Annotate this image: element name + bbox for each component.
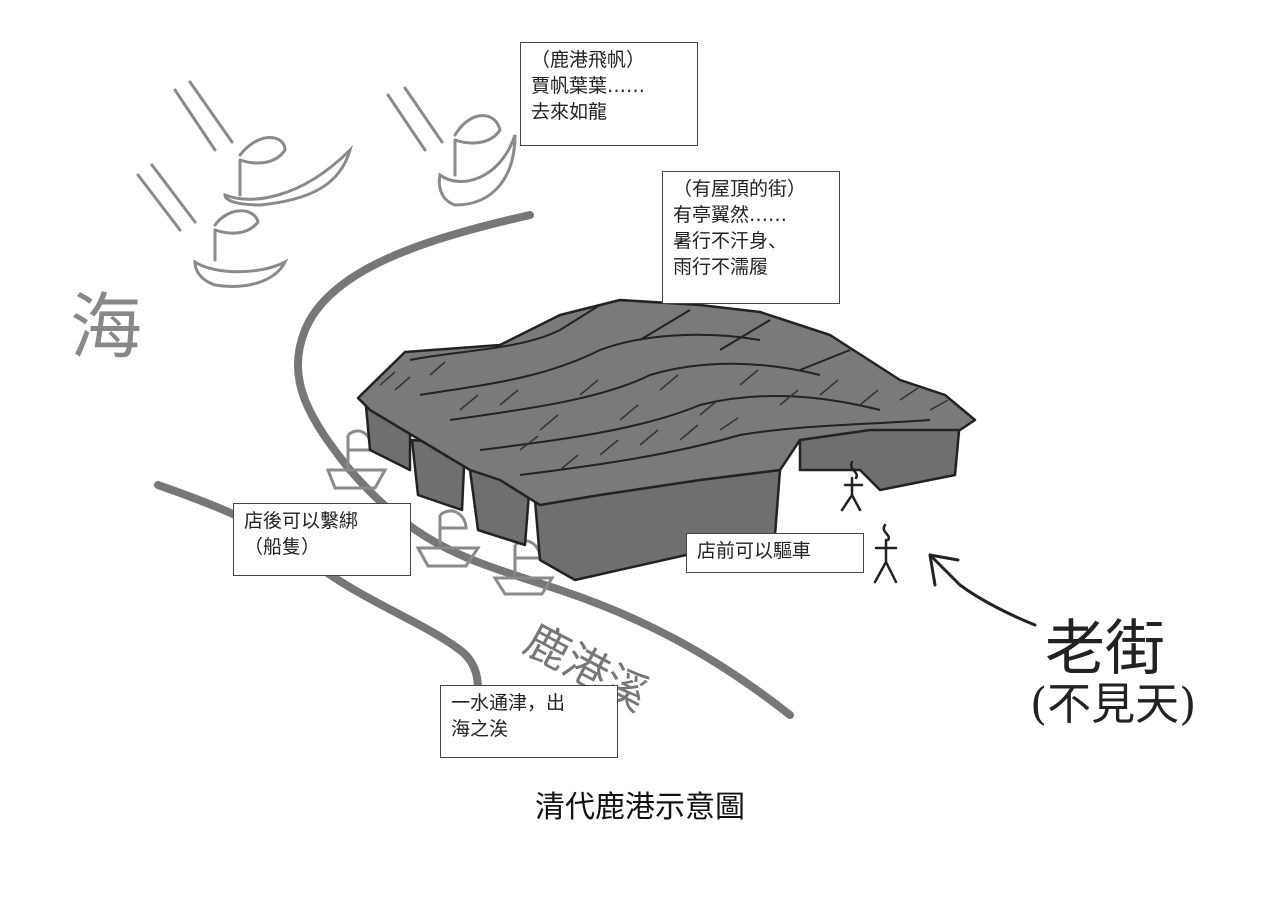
note-line: 海之涘 <box>451 718 509 740</box>
note-line: 去來如龍 <box>531 101 608 123</box>
back-of-shop-note: 店後可以繫綁 （船隻） <box>233 503 411 576</box>
note-line: （有屋頂的街） <box>673 178 807 200</box>
sea-label: 海 <box>70 285 143 369</box>
note-line: 雨行不濡履 <box>673 256 769 278</box>
roof-street-note: （有屋頂的街） 有亭翼然…… 暑行不汗身、 雨行不濡履 <box>662 171 840 304</box>
sailboat-icon <box>136 163 289 288</box>
note-line: （鹿港飛帆） <box>531 49 646 71</box>
creek-bank <box>154 481 482 704</box>
note-line: 有亭翼然…… <box>673 204 788 226</box>
note-line: 店前可以驅車 <box>697 540 812 562</box>
figure-caption: 清代鹿港示意圖 <box>535 790 745 825</box>
covered-street-buildings <box>356 298 977 582</box>
sailboat-icon <box>386 86 517 207</box>
sails-note: （鹿港飛帆） 賈帆葉葉…… 去來如龍 <box>520 42 698 146</box>
front-of-shop-note: 店前可以驅車 <box>686 533 864 573</box>
boat-icon <box>415 509 481 568</box>
sailboat-icon <box>173 80 354 207</box>
person-icon <box>873 523 898 584</box>
old-street-label: 老街 <box>1045 614 1165 684</box>
note-line: （船隻） <box>244 536 321 558</box>
coastline <box>293 211 794 719</box>
arrow-icon <box>928 553 1037 627</box>
note-line: 一水通津，出 <box>451 692 566 714</box>
river-mouth-note: 一水通津，出 海之涘 <box>440 685 618 758</box>
person-icon <box>840 460 864 512</box>
note-line: 暑行不汗身、 <box>673 230 788 252</box>
note-line: 賈帆葉葉…… <box>531 75 646 97</box>
no-sky-label: (不見天) <box>1030 679 1197 730</box>
note-line: 店後可以繫綁 <box>244 510 359 532</box>
